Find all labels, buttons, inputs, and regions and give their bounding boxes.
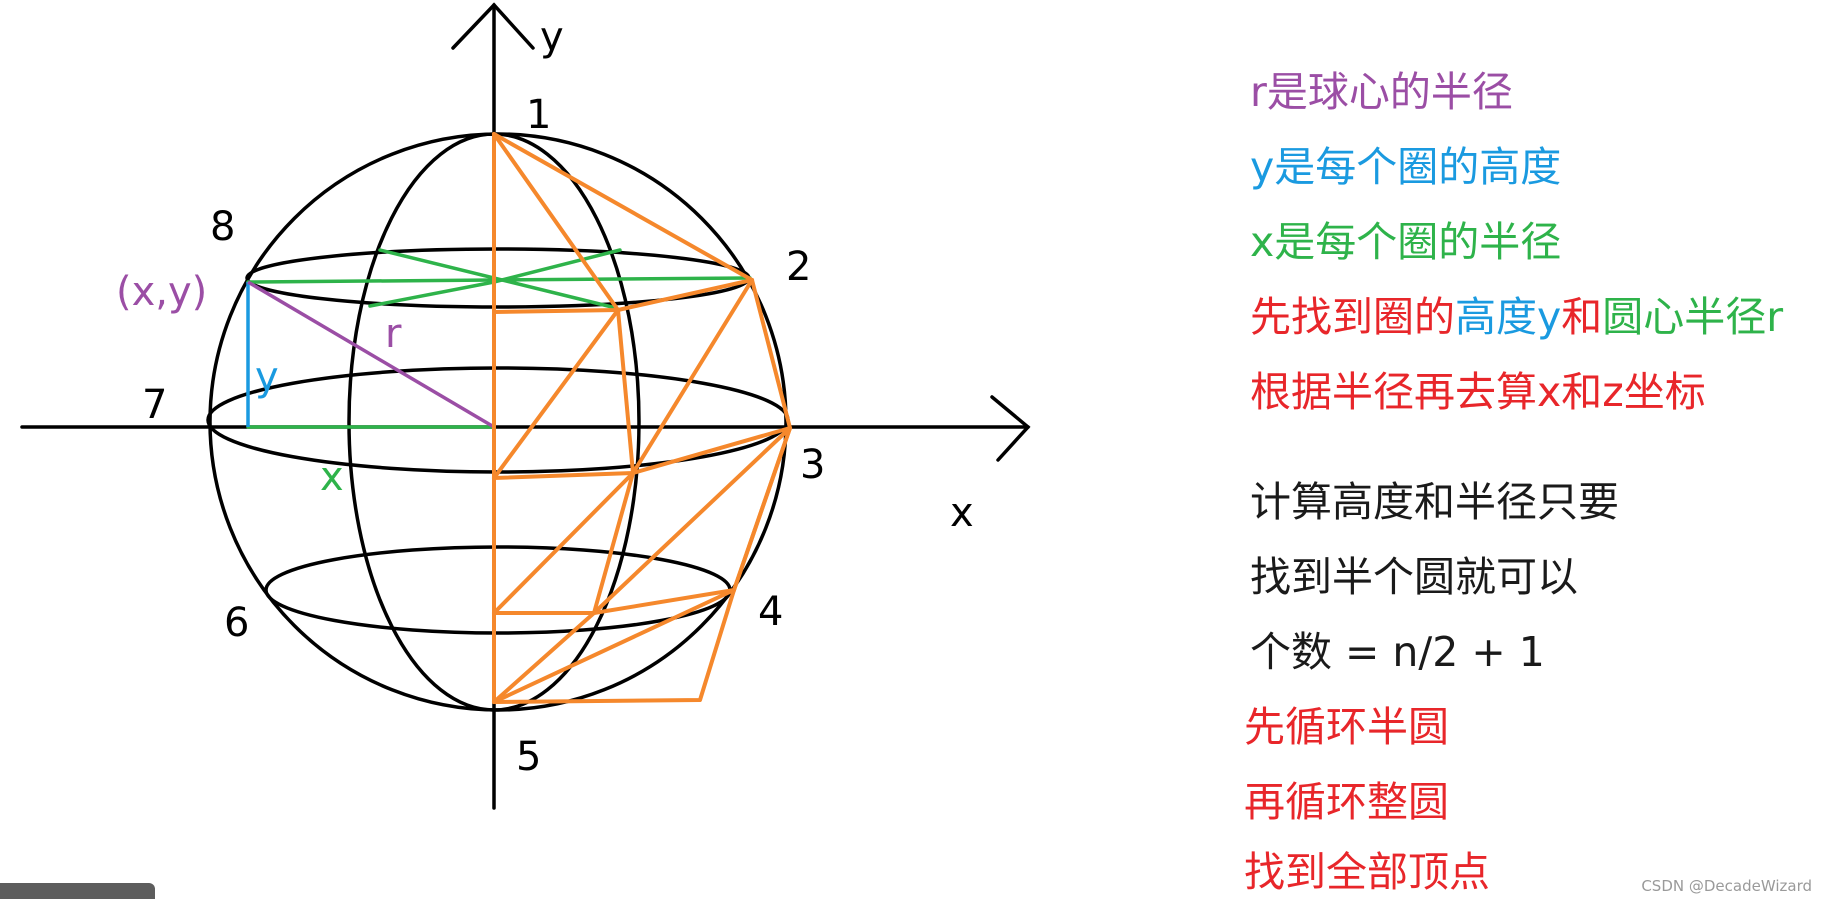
r-segment-label: r [385,311,402,357]
sphere-diagram: y x 1 2 3 4 5 6 7 8 (x,y) r y x [20,2,1031,810]
mesh-edge [492,611,596,704]
mesh-edge [592,471,635,615]
x-axis-arrowhead [990,395,1031,462]
note-step-1: 先找到圈的高度y和圆心半径r [1250,293,1784,341]
point-label-1: 1 [526,92,551,138]
point-label-3: 3 [800,442,825,488]
y-axis-label: y [540,14,564,60]
ring-equator [206,366,790,474]
y-segment-label: y [255,354,279,400]
mesh-edge [631,278,754,475]
point-label-7: 7 [142,382,167,428]
ring-lower [264,545,732,635]
ring-chord [368,280,496,308]
watermark: CSDN @DecadeWizard [1641,877,1812,895]
point-label-6: 6 [224,600,249,646]
note-count: 个数 = n/2 + 1 [1250,628,1545,676]
note-hint-2: 找到半个圆就可以 [1250,553,1578,601]
point-label-2: 2 [786,244,811,290]
point-coord-label: (x,y) [116,269,207,315]
mesh-edge [592,426,792,615]
mesh-edge [492,132,754,282]
ring-chord [378,248,618,310]
note-all-vertices: 找到全部顶点 [1244,848,1490,896]
mesh-edge [616,308,635,475]
y-axis-arrowhead [451,2,535,50]
mesh-edge [492,588,736,704]
mesh-edge [492,308,620,480]
mesh-edge [492,471,635,615]
note-hint-1: 计算高度和半径只要 [1250,478,1619,526]
point-label-8: 8 [210,204,235,250]
note-loop-full: 再循环整圆 [1244,778,1449,826]
point-label-4: 4 [758,589,783,635]
x-axis-label: x [950,490,974,536]
scrollbar-thumb[interactable] [0,883,155,899]
mesh-edge [492,132,620,312]
note-height: y是每个圈的高度 [1250,143,1562,191]
sphere-outline [208,132,788,712]
point-label-5: 5 [516,734,541,780]
x-segment-label: x [320,454,344,500]
r-segment [247,280,495,429]
ring-chord [492,248,622,284]
mesh-edge [492,278,792,704]
note-ring-radius: x是每个圈的半径 [1250,218,1562,266]
note-loop-half: 先循环半圆 [1244,703,1449,751]
note-step-2: 根据半径再去算x和z坐标 [1250,368,1706,416]
note-radius: r是球心的半径 [1250,68,1513,116]
mesh-edge [732,426,792,592]
